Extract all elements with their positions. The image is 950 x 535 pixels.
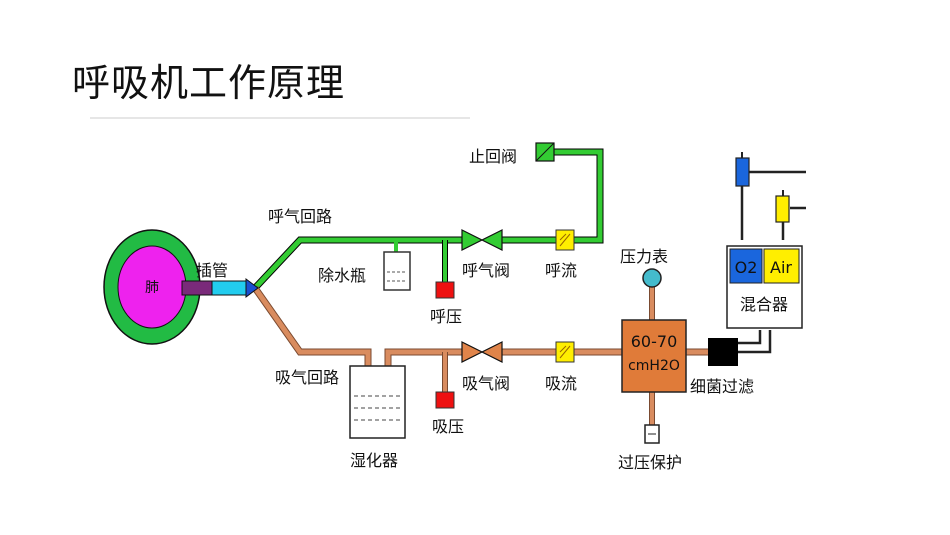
o2-source-valve-icon bbox=[735, 157, 750, 187]
overpressure-label: 过压保护 bbox=[618, 453, 682, 472]
intubation-tube bbox=[181, 278, 259, 298]
water-trap-bottle bbox=[383, 251, 411, 291]
air-block bbox=[763, 248, 800, 284]
gas-mixer: O2 Air 混合器 bbox=[726, 245, 803, 329]
inhale-pressure-sensor bbox=[435, 391, 455, 409]
chamber-value: 60-70 bbox=[631, 332, 678, 351]
exhale-valve-icon bbox=[461, 229, 503, 251]
page-title: 呼吸机工作原理 bbox=[72, 61, 346, 105]
pressure-chamber: 60-70 cmH2O bbox=[621, 319, 687, 393]
water-trap-label: 除水瓶 bbox=[318, 266, 366, 285]
mixer-label: 混合器 bbox=[740, 295, 788, 314]
o2-block bbox=[729, 248, 763, 284]
pressure-gauge-icon bbox=[642, 268, 662, 288]
inhale-flow-sensor bbox=[555, 341, 575, 363]
exhale-circuit-label: 呼气回路 bbox=[268, 207, 332, 226]
inhale-valve-icon bbox=[461, 341, 503, 363]
check-valve-label: 止回阀 bbox=[469, 147, 517, 166]
pressure-gauge-label: 压力表 bbox=[620, 247, 668, 266]
chamber-unit: cmH2O bbox=[628, 358, 680, 374]
air-source-valve-icon bbox=[775, 195, 790, 223]
lung: 肺 bbox=[103, 229, 201, 345]
exhale-valve-label: 呼气阀 bbox=[462, 261, 510, 280]
overpressure-valve-icon bbox=[644, 424, 660, 444]
inhale-flow-label: 吸流 bbox=[545, 374, 577, 393]
exhale-flow-label: 呼流 bbox=[545, 261, 577, 280]
intubation-label: 插管 bbox=[196, 261, 228, 280]
air-label: Air bbox=[770, 258, 792, 277]
lung-label: 肺 bbox=[145, 280, 159, 296]
inhale-pressure-label: 吸压 bbox=[432, 417, 464, 436]
inhale-valve-label: 吸气阀 bbox=[462, 374, 510, 393]
bacteria-filter bbox=[708, 338, 738, 366]
check-valve-icon bbox=[535, 142, 555, 162]
bacteria-filter-label: 细菌过滤 bbox=[690, 377, 754, 396]
humidifier-label: 湿化器 bbox=[350, 451, 398, 470]
exhale-circuit-pipes bbox=[252, 148, 604, 291]
inhale-circuit-label: 吸气回路 bbox=[275, 368, 339, 387]
humidifier bbox=[349, 365, 406, 439]
exhale-pressure-label: 呼压 bbox=[430, 307, 462, 326]
o2-label: O2 bbox=[735, 258, 758, 277]
exhale-flow-sensor bbox=[555, 229, 575, 251]
exhale-pressure-sensor bbox=[435, 281, 455, 299]
gas-supply-lines bbox=[738, 170, 806, 354]
